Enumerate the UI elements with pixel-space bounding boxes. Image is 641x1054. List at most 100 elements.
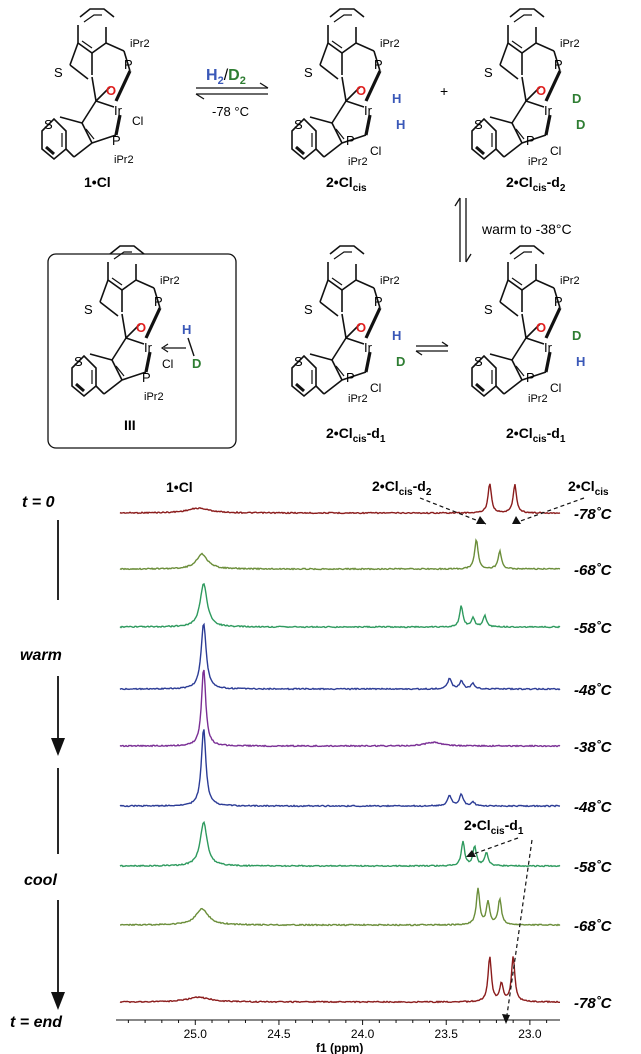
spectrum-trace xyxy=(119,669,561,748)
svg-text:S: S xyxy=(294,117,303,132)
reagent-label: H2/D2 xyxy=(206,67,246,87)
molecule-iii: S S P iPr2 O Ir H D Cl P iPr2 III xyxy=(70,244,201,433)
svg-text:Ir: Ir xyxy=(364,340,373,355)
svg-text:H: H xyxy=(576,354,585,369)
condition-label-1: -78 °C xyxy=(212,104,249,119)
ir-atom: Ir xyxy=(114,103,123,118)
svg-text:P: P xyxy=(374,294,383,309)
svg-text:iPr2: iPr2 xyxy=(528,393,548,405)
x-tick-label: 23.5 xyxy=(435,1027,459,1041)
compound-label-2clcis-d1: 2•Clcis-d1 xyxy=(326,425,386,445)
svg-text:S: S xyxy=(294,354,303,369)
spectrum-trace xyxy=(119,956,560,1004)
temperature-label: -58˚C xyxy=(574,859,613,876)
molecule-2clcis-d2: S S P iPr2 O Ir D D Cl P iPr2 2•Clcis-d2 xyxy=(470,7,585,194)
temperature-label: -68˚C xyxy=(574,918,613,935)
label-tend: t = end xyxy=(10,1014,63,1031)
compound-label-2clcis: 2•Clcis xyxy=(326,174,367,194)
svg-text:Ir: Ir xyxy=(544,340,553,355)
temperature-label: -78˚C xyxy=(574,995,613,1012)
spectrum-trace xyxy=(119,622,561,691)
s-atom: S xyxy=(54,65,63,80)
temperature-label: -68˚C xyxy=(574,562,613,579)
label-cool: cool xyxy=(24,872,57,889)
molecule-2clcis-d1-a: S S P iPr2 O Ir H D Cl P iPr2 2•Clcis-d1 xyxy=(290,244,405,445)
label-t0: t = 0 xyxy=(22,494,55,511)
plus-sign: + xyxy=(440,83,448,99)
d-atom: D xyxy=(572,91,581,106)
molecule-2clcis-d1-b: S S P iPr2 O Ir D H Cl P iPr2 2•Clcis-d1 xyxy=(470,244,585,445)
spectrum-trace xyxy=(119,729,561,808)
spectrum-trace xyxy=(119,582,561,629)
svg-text:S: S xyxy=(74,354,83,369)
p-atom: P xyxy=(124,57,133,72)
x-tick-label: 24.0 xyxy=(351,1027,375,1041)
svg-text:O: O xyxy=(356,83,366,98)
molecule-1cl: S S P iPr2 O Ir Cl P iPr2 1•Cl xyxy=(40,7,150,190)
svg-text:iPr2: iPr2 xyxy=(348,156,368,168)
s-atom: S xyxy=(44,117,53,132)
svg-text:iPr2: iPr2 xyxy=(160,275,180,287)
svg-text:D: D xyxy=(192,356,201,371)
svg-text:iPr2: iPr2 xyxy=(144,391,164,403)
spectrum-trace xyxy=(119,820,561,868)
label-warm: warm xyxy=(20,647,62,664)
svg-text:iPr2: iPr2 xyxy=(380,275,400,287)
svg-text:D: D xyxy=(572,328,581,343)
svg-text:H: H xyxy=(182,322,191,337)
spectrum-trace xyxy=(119,483,561,515)
temperature-labels: -78˚C-68˚C-58˚C-48˚C-38˚C-48˚C-58˚C-68˚C… xyxy=(574,506,613,1012)
peak-label-2clcis-d1: 2•Clcis-d1 xyxy=(464,817,524,837)
svg-text:S: S xyxy=(484,302,493,317)
svg-text:P: P xyxy=(142,370,151,385)
svg-text:P: P xyxy=(526,370,535,385)
spectrum-traces xyxy=(119,483,561,1004)
svg-text:P: P xyxy=(554,57,563,72)
svg-text:S: S xyxy=(484,65,493,80)
svg-text:P: P xyxy=(554,294,563,309)
compound-label-2clcis-d1: 2•Clcis-d1 xyxy=(506,425,566,445)
svg-text:S: S xyxy=(474,354,483,369)
svg-text:Cl: Cl xyxy=(162,357,173,371)
compound-label-iii: III xyxy=(124,417,136,433)
annotation-arrowheads xyxy=(466,516,521,1024)
svg-text:S: S xyxy=(304,65,313,80)
o-atom: O xyxy=(106,83,116,98)
compound-label-1cl: 1•Cl xyxy=(84,174,111,190)
x-tick-label: 24.5 xyxy=(267,1027,291,1041)
x-axis: 25.0 24.5 24.0 23.5 23.0 xyxy=(116,1019,560,1041)
svg-text:P: P xyxy=(346,133,355,148)
ipr2-label: iPr2 xyxy=(130,38,150,50)
svg-text:Cl: Cl xyxy=(370,381,381,395)
peak-label-2clcis: 2•Clcis xyxy=(568,478,609,498)
svg-text:iPr2: iPr2 xyxy=(528,156,548,168)
svg-text:Ir: Ir xyxy=(144,340,153,355)
svg-text:iPr2: iPr2 xyxy=(560,275,580,287)
x-tick-label: 25.0 xyxy=(184,1027,208,1041)
svg-text:P: P xyxy=(526,133,535,148)
d-atom: D xyxy=(576,117,585,132)
svg-text:Cl: Cl xyxy=(370,144,381,158)
svg-text:iPr2: iPr2 xyxy=(380,38,400,50)
temperature-label: -78˚C xyxy=(574,506,613,523)
peak-label-1cl: 1•Cl xyxy=(166,479,193,495)
intermediate-box xyxy=(47,253,237,449)
svg-text:iPr2: iPr2 xyxy=(348,393,368,405)
equilibrium-arrow-2: warm to -38°C xyxy=(454,197,572,263)
svg-text:P: P xyxy=(154,294,163,309)
svg-text:S: S xyxy=(304,302,313,317)
svg-text:P: P xyxy=(346,370,355,385)
x-tick-label: 23.0 xyxy=(518,1027,542,1041)
svg-text:P: P xyxy=(374,57,383,72)
x-axis-label: f1 (ppm) xyxy=(316,1041,363,1054)
temperature-label: -48˚C xyxy=(574,799,613,816)
h-atom: H xyxy=(392,91,401,106)
compound-label-2clcis-d2: 2•Clcis-d2 xyxy=(506,174,566,194)
p-atom: P xyxy=(112,133,121,148)
svg-text:O: O xyxy=(136,320,146,335)
spectrum-trace xyxy=(120,887,561,927)
temperature-label: -48˚C xyxy=(574,682,613,699)
equilibrium-arrow-1: H2/D2 -78 °C xyxy=(195,67,269,119)
cl-atom: Cl xyxy=(132,114,143,128)
peak-label-2clcis-d2: 2•Clcis-d2 xyxy=(372,478,432,498)
